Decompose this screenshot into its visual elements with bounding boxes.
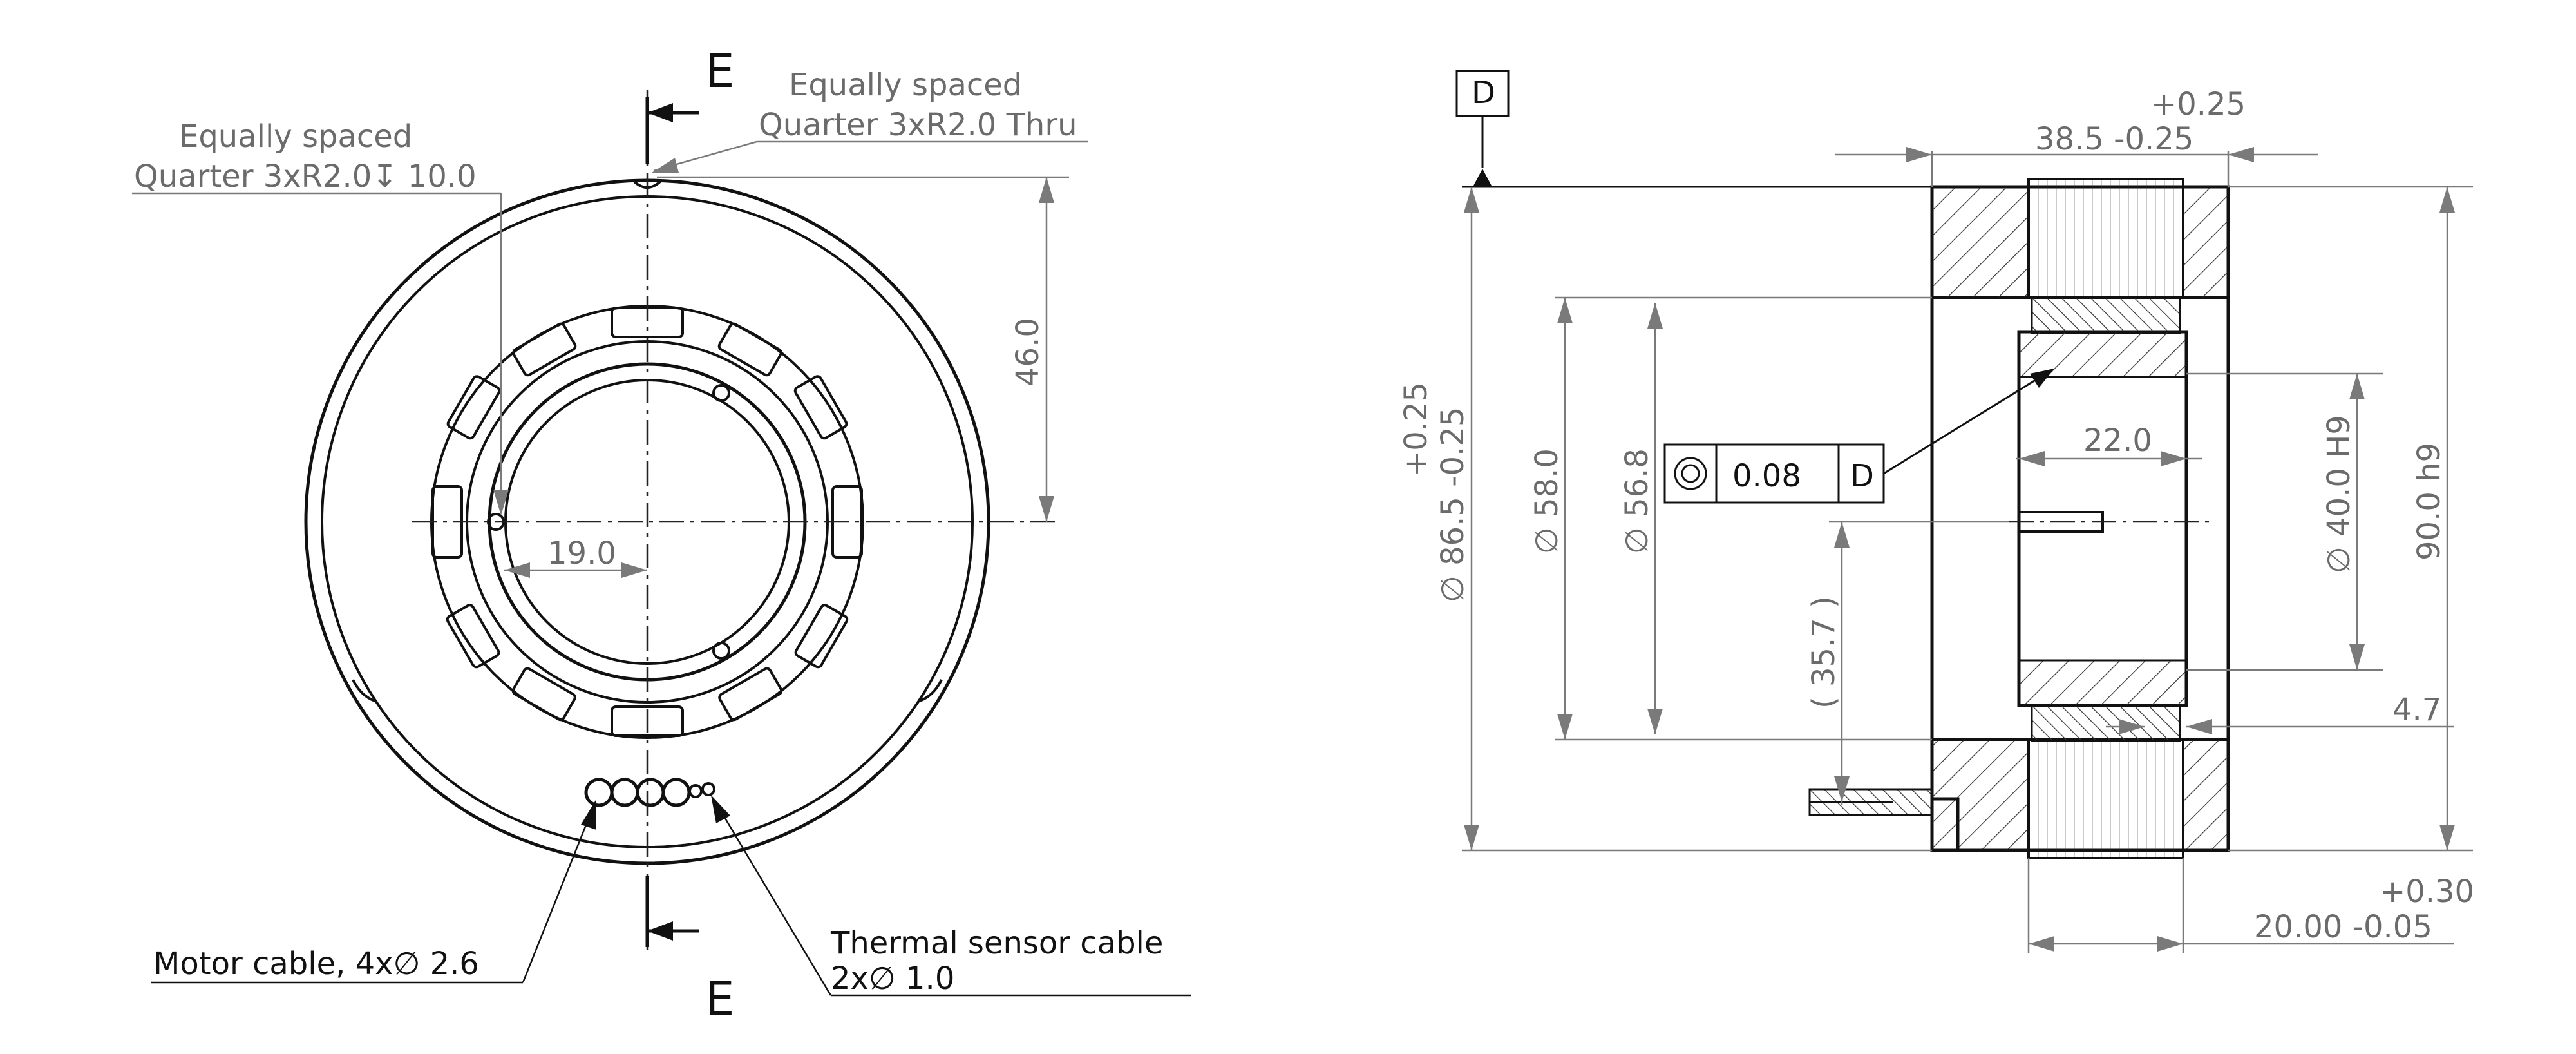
- datum-d-label: D: [1472, 75, 1495, 111]
- section-label-top: E: [705, 44, 735, 98]
- section-mark-top: E: [645, 44, 735, 164]
- callout-right-line2: Quarter 3xR2.0 Thru: [759, 107, 1077, 143]
- cable-holes: [584, 778, 715, 807]
- feature-control-frame: 0.08 D: [1663, 369, 2054, 504]
- section-label-bottom: E: [705, 972, 735, 1026]
- dim-depth-value: 20.00 -0.05: [2254, 909, 2432, 945]
- dim-depth: +0.30 20.00 -0.05: [2027, 858, 2474, 953]
- dim-width-tol: +0.25: [2151, 86, 2246, 122]
- front-view: E E 46.0 19.0 Equally spaced Quarter 3xR…: [132, 44, 1191, 1026]
- dim-bore: ∅ 40.0 H9: [2186, 372, 2383, 671]
- dim-bore-label: ∅ 40.0 H9: [2321, 415, 2357, 573]
- callout-right: Equally spaced Quarter 3xR2.0 Thru: [652, 67, 1088, 173]
- dim-46-label: 46.0: [1010, 318, 1046, 387]
- dim-35-7: ( 35.7 ): [1806, 521, 2009, 805]
- callout-left-line2: Quarter 3xR2.0↧ 10.0: [134, 158, 477, 195]
- dim-4-7-label: 4.7: [2392, 692, 2441, 728]
- notch-left: [352, 679, 375, 702]
- dim-4-7: 4.7: [2106, 692, 2454, 734]
- callout-left: Equally spaced Quarter 3xR2.0↧ 10.0: [132, 119, 509, 515]
- dim-od-value: ∅ 86.5 -0.25: [1435, 407, 1471, 602]
- motor-cable-label: Motor cable, 4x∅ 2.6: [153, 946, 479, 982]
- notch-right: [919, 679, 943, 702]
- concentricity-icon: [1674, 457, 1707, 490]
- dim-od: +0.25 ∅ 86.5 -0.25: [1398, 187, 1932, 852]
- housing-outline: [1808, 178, 2230, 859]
- dim-22-label: 22.0: [2083, 423, 2152, 459]
- callout-right-line1: Equally spaced: [789, 67, 1022, 103]
- dim-width-value: 38.5 -0.25: [2035, 121, 2193, 157]
- dim-56-8-label: ∅ 56.8: [1619, 448, 1655, 554]
- callout-motor-cable: Motor cable, 4x∅ 2.6: [151, 800, 596, 984]
- thermal-label-line2: 2x∅ 1.0: [831, 961, 954, 997]
- side-section-view: D: [1398, 70, 2474, 953]
- dim-19: 19.0: [504, 535, 647, 578]
- dim-56-8: ∅ 56.8: [1619, 303, 1663, 734]
- datum-d: D: [1455, 70, 1932, 188]
- dim-outer: 90.0 h9: [2228, 186, 2473, 852]
- dim-35-7-label: ( 35.7 ): [1806, 596, 1842, 709]
- section-mark-bottom: E: [645, 876, 735, 1026]
- fcf-tolerance: 0.08: [1732, 458, 1801, 494]
- dim-od-tol: +0.25: [1398, 382, 1434, 477]
- dim-46: 46.0: [657, 176, 1069, 522]
- fcf-datum: D: [1850, 458, 1874, 494]
- thermal-label-line1: Thermal sensor cable: [830, 925, 1163, 961]
- dim-width: +0.25 38.5 -0.25: [1835, 86, 2318, 187]
- dim-58-label: ∅ 58.0: [1529, 448, 1565, 554]
- dim-58: ∅ 58.0: [1529, 296, 1932, 741]
- dim-outer-label: 90.0 h9: [2411, 443, 2447, 561]
- callout-left-line1: Equally spaced: [179, 119, 412, 155]
- callout-thermal: Thermal sensor cable 2x∅ 1.0: [711, 795, 1191, 997]
- dim-22: 22.0: [2016, 423, 2202, 466]
- dim-19-label: 19.0: [547, 535, 616, 571]
- dim-depth-tol: +0.30: [2380, 874, 2474, 910]
